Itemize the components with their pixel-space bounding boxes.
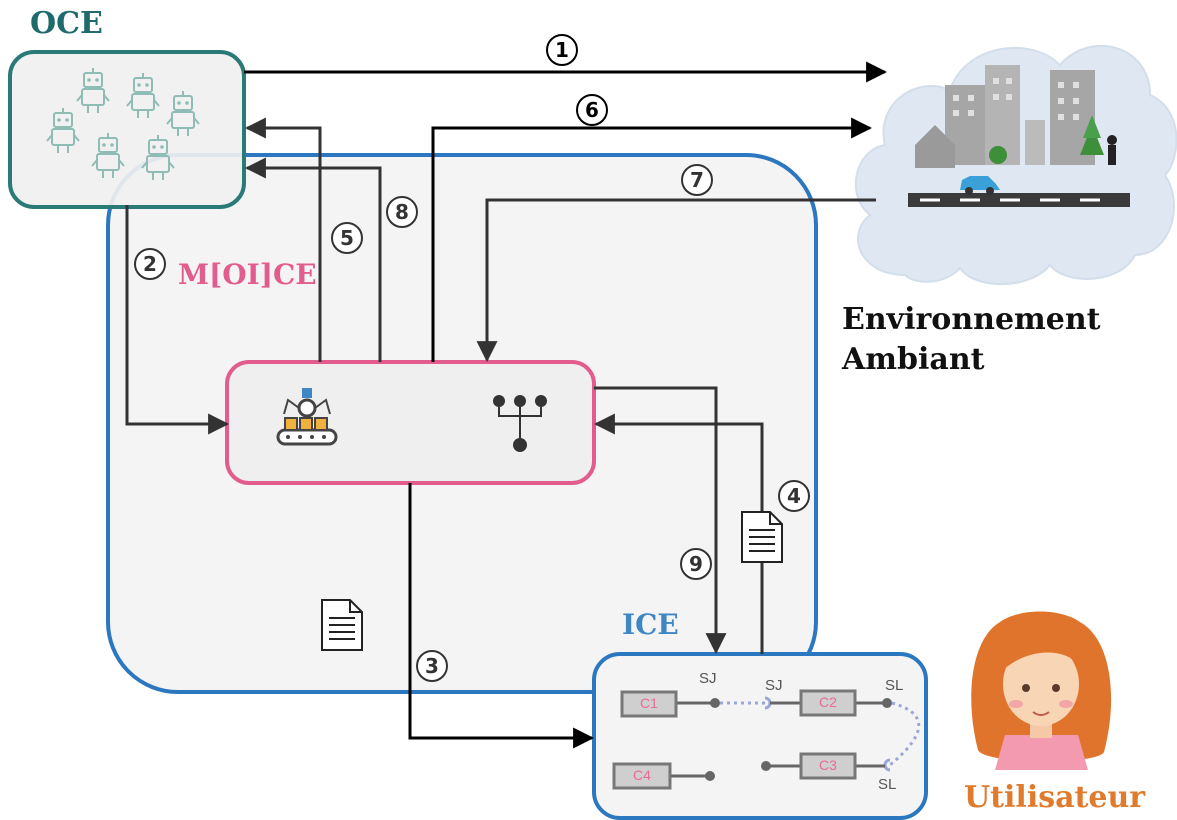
component-c3-label: C3 (819, 757, 837, 773)
arrow-8 (244, 157, 382, 362)
step-9-label: 9 (680, 548, 712, 580)
step-6-label: 6 (576, 94, 608, 126)
port-sj-left-label: SJ (699, 670, 717, 687)
component-c1-label: C1 (640, 695, 658, 711)
step-4-label: 4 (778, 480, 810, 512)
arrow-4 (593, 413, 764, 654)
component-c2-label: C2 (819, 694, 837, 710)
arrow-6 (431, 117, 873, 362)
arrow-3 (408, 483, 595, 749)
arrow-7 (476, 198, 876, 363)
ice-components (612, 689, 921, 790)
environment-title-line1: Environnement (842, 302, 1101, 337)
port-sl-bottom-label: SL (878, 776, 897, 793)
step-1-label: 1 (546, 34, 578, 66)
port-sl-top-label: SL (885, 677, 904, 694)
step-5-label: 5 (331, 222, 363, 254)
step-3-label: 3 (416, 650, 448, 682)
arrow-5 (244, 117, 322, 362)
moice-title: M[OI]CE (178, 258, 317, 291)
ice-box (592, 652, 928, 820)
environment-title-line2: Ambiant (842, 342, 985, 377)
hierarchy-icon (493, 395, 547, 452)
port-sj-right-label: SJ (765, 677, 783, 694)
engine-box (225, 360, 596, 485)
user-avatar-icon (971, 611, 1112, 770)
document-icon (321, 599, 363, 651)
oce-title: OCE (30, 6, 103, 41)
ice-title: ICE (622, 608, 679, 641)
city-cloud-icon (854, 44, 1177, 286)
component-c4-label: C4 (633, 767, 651, 783)
arrow-9 (594, 386, 727, 655)
oce-box (8, 50, 246, 209)
user-title: Utilisateur (964, 780, 1146, 815)
arrow-2 (125, 205, 230, 435)
step-8-label: 8 (386, 196, 418, 228)
assembly-engine-icon (276, 388, 338, 446)
document-icon (741, 511, 783, 563)
environment-title: Environnement Ambiant (842, 300, 1101, 380)
step-2-label: 2 (134, 248, 166, 280)
step-7-label: 7 (681, 164, 713, 196)
